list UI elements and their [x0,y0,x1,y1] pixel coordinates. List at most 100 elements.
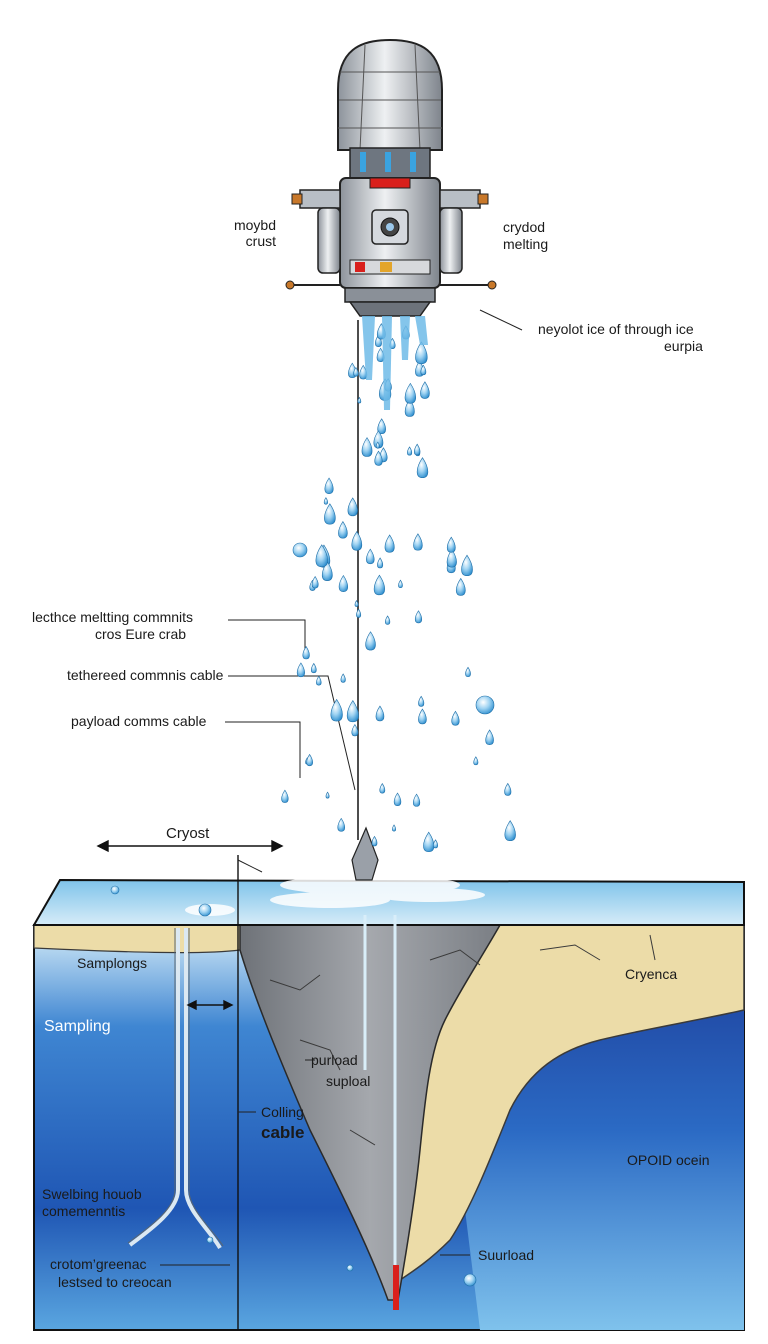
label-suurload: Suurload [478,1247,535,1263]
water-droplet-icon [365,631,376,651]
water-droplet-icon [463,1273,477,1287]
water-droplet-icon [414,443,421,456]
double-arrow-icon [96,839,284,853]
water-droplet-icon [374,450,383,466]
water-droplet-icon [110,885,120,895]
water-droplet-icon [330,698,343,722]
water-droplet-icon [412,793,421,807]
ice-crust-layer [33,924,745,1281]
water-droplet-icon [407,446,413,456]
melt-channel [239,924,502,1301]
water-droplet-icon [296,662,305,678]
label-sampling: Sampling [44,1018,111,1035]
water-droplet-icon [346,700,359,723]
water-droplet-icon [433,839,439,849]
water-droplet-icon [206,1236,214,1244]
surface-foam [185,875,485,916]
label-crydod: crydod [503,219,546,235]
water-droplet-icon [356,608,362,618]
water-droplet-icon [281,789,289,803]
channel-cables [363,915,397,1270]
water-droplet-icon [420,364,427,376]
water-droplet-icon [446,548,457,568]
water-droplet-icon [393,792,402,806]
water-droplet-icon [504,782,512,796]
label-lestsed: lestsed to creocan [58,1274,172,1290]
label-ice-through: neyolot ice of through ice [538,321,694,337]
water-droplet-icon [347,497,358,517]
label-crust: crust [245,233,276,249]
water-droplet-icon [475,695,495,715]
water-droplet-icon [377,557,384,569]
water-droplet-icon [316,675,322,686]
label-crotom: crotom’greenac [50,1256,147,1272]
label-suploal: suploal [326,1073,371,1089]
water-droplet-icon [351,531,363,551]
water-droplet-icon [340,673,346,683]
water-droplet-icon [413,533,423,551]
water-droplet-icon [414,610,423,624]
water-droplet-icon [404,382,416,404]
water-droplet-icon [357,396,362,404]
water-droplet-icon [455,577,466,596]
water-droplet-icon [415,341,428,365]
label-cryost: Cryost [166,825,210,842]
water-droplet-icon [379,783,386,794]
label-melting-commnits: lecthce meltting commnits [32,609,194,625]
water-droplet-icon [338,574,349,592]
water-droplet-icon [461,554,473,576]
double-arrow-icon [186,999,234,1011]
water-droplet-icon [324,477,334,495]
water-droplet-icon [418,695,425,707]
water-droplet-icon [446,536,456,553]
label-cable: cable [261,1123,305,1142]
water-droplet-icon [302,645,310,660]
water-droplet-icon [373,574,385,596]
sampling-cable-outline [127,928,224,1247]
label-eurpia: eurpia [664,338,703,354]
cryobot-probe-icon [285,38,497,410]
label-purload: purload [311,1052,358,1068]
water-droplet-icon [311,575,319,589]
ice-crust-left [33,924,241,954]
water-droplet-icon [337,817,346,832]
water-droplet-icon [375,441,380,449]
water-droplet-icon [323,497,328,505]
label-swelbing: Swelbing houob [42,1186,142,1202]
label-payload-cable: payload comms cable [71,713,207,729]
water-droplet-icon [377,418,386,434]
label-tethered-cable: tethereed commnis cable [67,667,224,683]
water-droplet-icon [351,723,359,737]
water-droplet-icon [198,903,212,917]
label-cryenca: Cryenca [625,966,678,982]
water-droplet-icon [416,457,429,479]
water-droplet-icon [473,756,479,766]
label-cros-eure: cros Eure crab [95,626,187,642]
label-colling: Colling [261,1104,304,1120]
water-droplet-icon [338,521,348,539]
water-droplet-icon [306,753,313,767]
label-melting: melting [503,236,549,252]
crack-lines [269,934,656,1146]
water-droplet-icon [315,544,328,568]
label-opoid-ocein: OPOID ocein [627,1152,710,1168]
water-droplet-icon [346,1264,354,1272]
label-moybd: moybd [233,217,276,233]
water-droplet-icon [451,710,460,726]
sampling-cable [128,928,222,1250]
water-droplet-icon [504,820,516,842]
water-droplet-icon [418,708,427,725]
water-droplet-icon [354,600,359,607]
water-droplet-icon [392,824,396,832]
water-droplet-icon [385,615,391,625]
water-droplet-icon [371,835,378,847]
water-droplet-icon [420,381,430,399]
label-samplongs: Samplongs [77,955,148,971]
water-droplet-icon [292,542,308,558]
water-droplet-icon [361,437,373,457]
label-comemenntis: comemenntis [42,1203,126,1219]
water-droplet-icon [366,548,375,565]
water-droplet-icon [325,791,330,799]
water-droplet-icon [324,503,336,525]
